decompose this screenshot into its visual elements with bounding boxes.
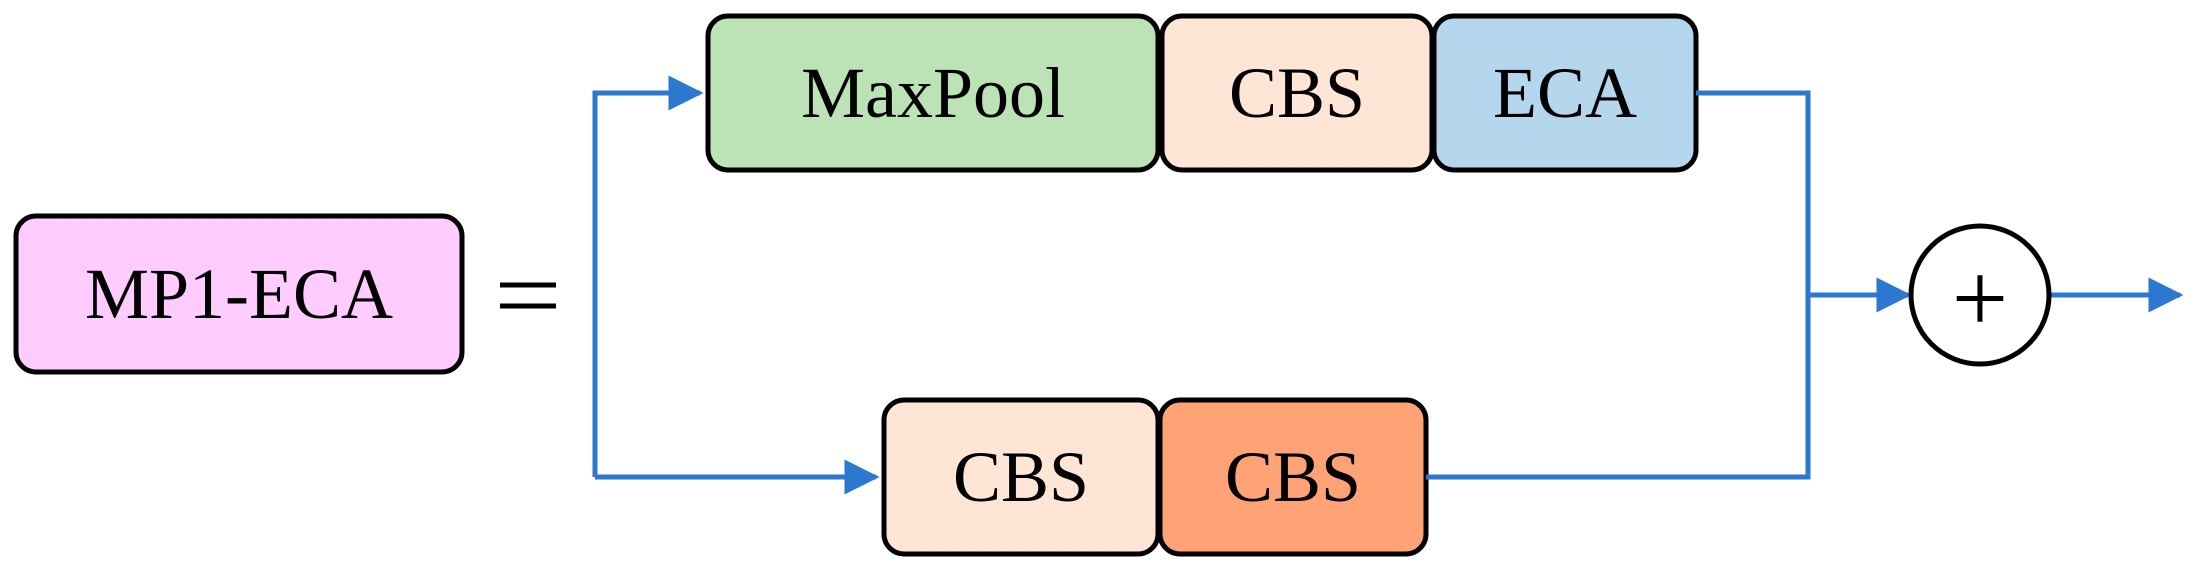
plus-icon: + xyxy=(1952,243,2008,354)
bottom-cbs-2-label: CBS xyxy=(1225,437,1361,517)
maxpool-label: MaxPool xyxy=(801,53,1065,133)
mp1-eca-label: MP1-ECA xyxy=(85,254,393,334)
mp1-eca-module: MP1-ECA xyxy=(13,213,465,375)
bottom-branch: CBS CBS xyxy=(881,397,1429,557)
maxpool-box xyxy=(705,13,1161,173)
maxpool-block: MaxPool xyxy=(705,13,1161,173)
add-circle xyxy=(1908,223,2052,367)
bottom-cbs-2-block: CBS xyxy=(1157,397,1429,557)
mp1-eca-box xyxy=(13,213,465,375)
bottom-cbs-1-label: CBS xyxy=(953,437,1089,517)
bottom-branch-output-line xyxy=(1426,295,1811,480)
top-branch-output-line xyxy=(1696,90,1811,295)
connectors xyxy=(592,75,2184,495)
top-cbs-block: CBS xyxy=(1159,13,1435,173)
merge-node: + xyxy=(1908,223,2052,367)
eca-label: ECA xyxy=(1493,53,1637,133)
eca-block: ECA xyxy=(1431,13,1699,173)
top-branch: MaxPool CBS ECA xyxy=(705,13,1699,173)
bottom-cbs-1-block: CBS xyxy=(881,397,1161,557)
top-cbs-label: CBS xyxy=(1229,53,1365,133)
equals-sign xyxy=(500,282,556,309)
split-to-top-arrow xyxy=(592,75,704,477)
